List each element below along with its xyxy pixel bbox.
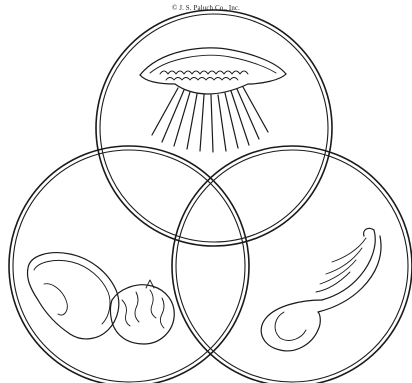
loaves-icon	[27, 253, 174, 344]
top-circle	[96, 10, 332, 246]
dove-flame-icon	[261, 228, 381, 350]
rays-from-cloud-icon	[140, 48, 286, 152]
